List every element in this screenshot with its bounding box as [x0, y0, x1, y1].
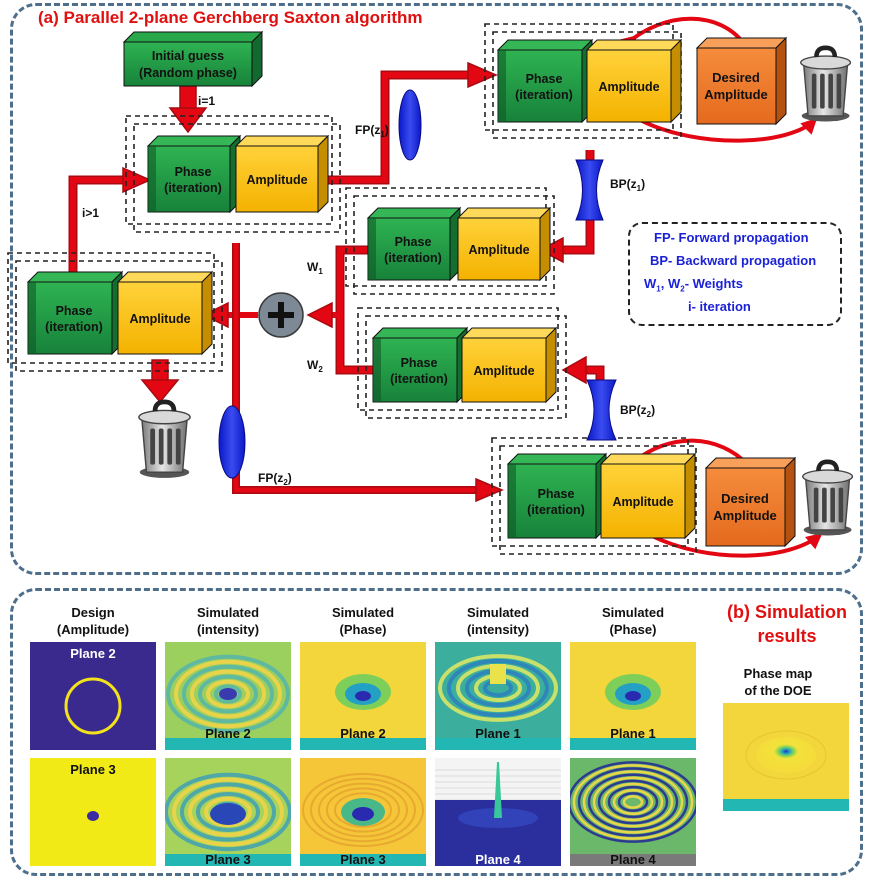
- bp-lens-z1: [575, 159, 604, 221]
- legend-weights: W1, W2- Weights: [644, 276, 743, 294]
- initial-guess-line2: (Random phase): [139, 66, 237, 80]
- sim-tile-r1-c2: [165, 642, 291, 750]
- block-frames: [7, 23, 697, 555]
- sim-tile-r1-c1: [30, 642, 156, 750]
- sim-tile-r2-c2: [165, 758, 291, 866]
- legend-bp: BP- Backward propagation: [650, 253, 817, 268]
- w2-label: W2: [307, 358, 323, 374]
- legend-iteration: i- iteration: [688, 299, 751, 314]
- phase-block-main-line1: Phase: [175, 165, 212, 179]
- amplitude-block-plane2: Amplitude: [599, 452, 697, 540]
- column-header-1: Design(Amplitude): [56, 605, 130, 637]
- desired-bottom-line2: Amplitude: [713, 508, 777, 523]
- column-header-5: Simulated(Phase): [601, 605, 665, 637]
- amplitude-block-left: Amplitude: [116, 270, 214, 356]
- bp2-label: BP(z2): [620, 403, 655, 419]
- amplitude-block-w1: Amplitude: [456, 206, 552, 282]
- sim-tile-label-r2-c4: Plane 4: [475, 852, 521, 867]
- amplitude-block-w1-label: Amplitude: [468, 243, 529, 257]
- sim-tile-r2-c5: [570, 758, 696, 866]
- sim-tile-label-r2-c2: Plane 3: [205, 852, 251, 867]
- phase-block-left-line1: Phase: [56, 304, 93, 318]
- phase-block-plane1: Phase (iteration): [496, 38, 594, 124]
- trash-icon-left: [138, 399, 191, 478]
- initial-guess-block: Initial guess (Random phase): [122, 30, 264, 88]
- legend-fp: FP- Forward propagation: [654, 230, 809, 245]
- column-header-3: Simulated(Phase): [331, 605, 395, 637]
- sum-node: [258, 292, 304, 338]
- amplitude-block-w2: Amplitude: [460, 326, 558, 404]
- phase-block-w2-line1: Phase: [401, 356, 438, 370]
- sim-tile-r2-c4: [435, 758, 561, 866]
- phase-block-w1-line1: Phase: [395, 235, 432, 249]
- column-header-2: Simulated(intensity): [196, 605, 260, 637]
- sim-tile-label-r1-c2: Plane 2: [205, 726, 251, 741]
- phase-block-plane2: Phase (iteration): [506, 452, 608, 540]
- igt1-label: i>1: [82, 206, 99, 220]
- trash-icon-bottom: [802, 459, 854, 536]
- desired-amplitude-bottom: Desired Amplitude: [704, 456, 797, 548]
- amplitude-block-w2-label: Amplitude: [473, 364, 534, 378]
- fp-lens-z1: [398, 89, 422, 161]
- phase-block-w1: Phase (iteration): [366, 206, 462, 282]
- desired-top-line2: Amplitude: [704, 87, 768, 102]
- column-header-4: Simulated(intensity): [466, 605, 530, 637]
- sim-tile-label-r1-c3: Plane 2: [340, 726, 386, 741]
- desired-bottom-line1: Desired: [721, 491, 769, 506]
- amplitude-block-plane2-label: Amplitude: [612, 495, 673, 509]
- phase-block-w2-line2: (iteration): [390, 372, 448, 386]
- sim-tile-r1-c3: [300, 642, 426, 750]
- amplitude-block-main-label: Amplitude: [246, 173, 307, 187]
- w1-label: W1: [307, 260, 323, 276]
- desired-top-line1: Desired: [712, 70, 760, 85]
- fp1-label: FP(z1): [355, 123, 389, 139]
- doe-phase-map: [723, 703, 849, 811]
- bp-lens-z2: [586, 379, 617, 441]
- phase-block-plane2-line1: Phase: [538, 487, 575, 501]
- sim-tile-label-r1-c4: Plane 1: [475, 726, 521, 741]
- phase-block-left: Phase (iteration): [26, 270, 124, 356]
- sim-tile-label-r1-c1: Plane 2: [70, 646, 116, 661]
- phase-block-main: Phase (iteration): [146, 134, 242, 214]
- sim-tile-label-r2-c1: Plane 3: [70, 762, 116, 777]
- sim-tile-r1-c5: [570, 642, 696, 750]
- phase-block-w1-line2: (iteration): [384, 251, 442, 265]
- amplitude-block-plane1: Amplitude: [585, 38, 683, 124]
- sim-tile-r1-c4: [435, 642, 561, 750]
- fp-lens-z2: [218, 405, 246, 479]
- desired-amplitude-top: Desired Amplitude: [695, 36, 788, 126]
- amplitude-block-left-label: Amplitude: [129, 312, 190, 326]
- phase-block-plane1-line2: (iteration): [515, 88, 573, 102]
- phase-amplitude-blocks: Phase(iteration)AmplitudePhase(iteration…: [26, 38, 854, 540]
- phase-block-plane2-line2: (iteration): [527, 503, 585, 517]
- initial-guess-line1: Initial guess: [152, 49, 224, 63]
- sim-tile-r2-c1: [30, 758, 156, 866]
- sim-tile-label-r2-c3: Plane 3: [340, 852, 386, 867]
- amplitude-block-main: Amplitude: [234, 134, 330, 214]
- bp1-label: BP(z1): [610, 177, 645, 193]
- trash-icon-top: [800, 45, 852, 122]
- phase-block-left-line2: (iteration): [45, 320, 103, 334]
- algorithm-title: (a) Parallel 2-plane Gerchberg Saxton al…: [38, 8, 423, 27]
- sim-tile-r2-c3: [300, 758, 426, 866]
- sim-tile-label-r2-c5: Plane 4: [610, 852, 656, 867]
- i1-label: i=1: [198, 94, 215, 108]
- amplitude-block-plane1-label: Amplitude: [598, 80, 659, 94]
- fp2-label: FP(z2): [258, 471, 292, 487]
- algorithm-panel: [10, 3, 863, 575]
- phase-block-w2: Phase (iteration): [371, 326, 469, 404]
- phase-block-main-line2: (iteration): [164, 181, 222, 195]
- simulation-panel: [10, 588, 863, 876]
- phase-block-plane1-line1: Phase: [526, 72, 563, 86]
- sim-tile-label-r1-c5: Plane 1: [610, 726, 656, 741]
- legend-box: FP- Forward propagation BP- Backward pro…: [628, 222, 842, 326]
